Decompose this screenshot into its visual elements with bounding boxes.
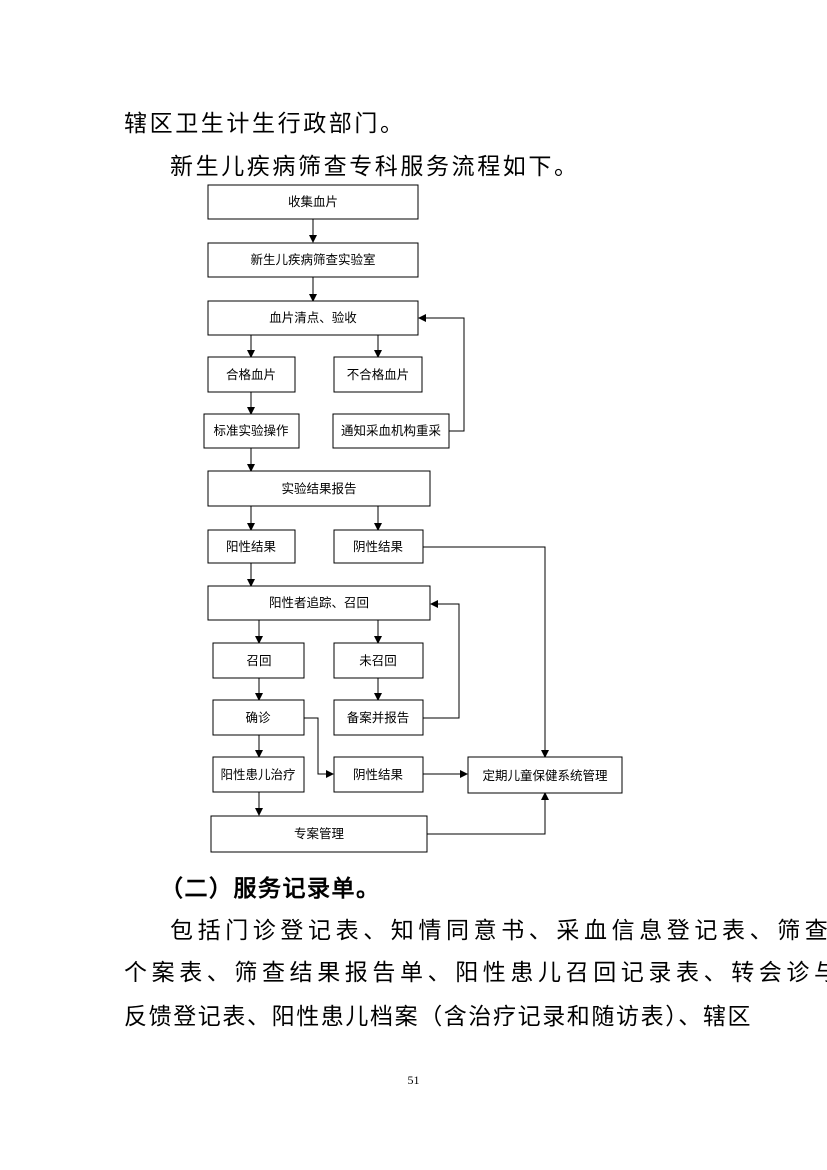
flow-node-not-recalled: 未召回 — [333, 642, 424, 679]
flow-node-check-label: 血片清点、验收 — [269, 310, 357, 325]
section-paragraph-line-2: 个案表、筛查结果报告单、阳性患儿召回记录表、转会诊与 — [124, 960, 827, 986]
intro-line-1: 辖区卫生计生行政部门。 — [124, 111, 406, 137]
flow-node-result-report-label: 实验结果报告 — [281, 481, 356, 496]
section-paragraph-line-3: 反馈登记表、阳性患儿档案（含治疗记录和随访表）、辖区 — [124, 1004, 753, 1030]
flow-node-diagnose: 确诊 — [212, 699, 305, 736]
flow-node-lab-label: 新生儿疾病筛查实验室 — [250, 252, 375, 267]
flow-node-case-management-label: 专案管理 — [294, 826, 345, 841]
flow-node-recalled-label: 召回 — [246, 653, 271, 668]
flow-node-notify-recollect: 通知采血机构重采 — [332, 413, 450, 449]
flow-node-negative-result-label: 阴性结果 — [353, 539, 404, 554]
intro-line-2: 新生儿疾病筛查专科服务流程如下。 — [170, 154, 580, 180]
flow-node-track-recall: 阳性者追踪、召回 — [207, 585, 431, 621]
flow-node-track-recall-label: 阳性者追踪、召回 — [269, 595, 369, 610]
flow-node-positive-treatment-label: 阳性患儿治疗 — [220, 767, 295, 782]
flow-node-child-care-label: 定期儿童保健系统管理 — [482, 768, 608, 783]
flow-node-qualified-label: 合格血片 — [226, 367, 276, 382]
flow-node-file-report-label: 备案并报告 — [347, 710, 410, 725]
flow-node-lab: 新生儿疾病筛查实验室 — [207, 242, 419, 278]
flow-node-unqualified-label: 不合格血片 — [347, 367, 410, 382]
flow-node-positive-result: 阳性结果 — [207, 529, 296, 564]
flow-node-positive-result-label: 阳性结果 — [226, 539, 277, 554]
flow-node-diagnose-label: 确诊 — [245, 710, 271, 725]
section-heading: （二）服务记录单。 — [160, 875, 381, 902]
flow-node-negative-result-2: 阴性结果 — [333, 756, 424, 793]
flow-node-check: 血片清点、验收 — [207, 300, 419, 336]
flow-node-result-report: 实验结果报告 — [207, 470, 431, 507]
flow-node-standard-op: 标准实验操作 — [203, 413, 300, 449]
flow-node-not-recalled-label: 未召回 — [359, 653, 397, 668]
flow-node-collect-label: 收集血片 — [288, 194, 338, 209]
flow-node-notify-recollect-label: 通知采血机构重采 — [341, 423, 442, 438]
section-paragraph-line-1: 包括门诊登记表、知情同意书、采血信息登记表、筛查 — [170, 918, 827, 944]
flow-node-qualified: 合格血片 — [207, 356, 296, 393]
flow-node-unqualified: 不合格血片 — [333, 356, 423, 393]
flow-node-child-care: 定期儿童保健系统管理 — [467, 756, 623, 794]
flow-node-negative-result: 阴性结果 — [333, 529, 424, 564]
flow-node-file-report: 备案并报告 — [333, 699, 424, 736]
flow-node-negative-result-2-label: 阴性结果 — [353, 767, 404, 782]
page-number: 51 — [407, 1073, 420, 1087]
flow-node-standard-op-label: 标准实验操作 — [213, 423, 289, 438]
flow-node-recalled: 召回 — [212, 642, 305, 679]
flow-node-collect: 收集血片 — [207, 184, 419, 220]
flow-connectors — [247, 219, 549, 835]
flow-node-case-management: 专案管理 — [210, 815, 428, 853]
flow-node-positive-treatment: 阳性患儿治疗 — [212, 756, 305, 793]
